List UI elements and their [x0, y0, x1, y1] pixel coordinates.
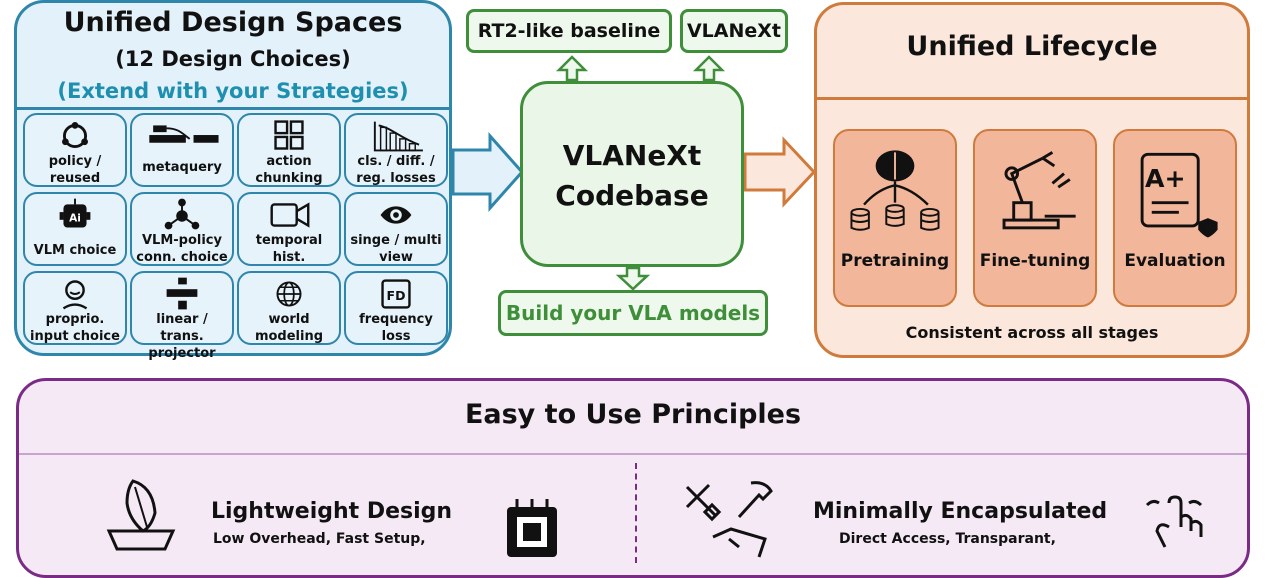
principles-title: Easy to Use Principles — [464, 399, 802, 430]
rt2-baseline-box: RT2-like baseline — [466, 9, 672, 53]
design-choice-vlm-policy-conn: VLM-policy conn. choice — [130, 192, 234, 266]
tools-icon — [685, 481, 773, 558]
codebase-box: VLANeXt Codebase — [520, 81, 744, 267]
grid-icon — [274, 120, 304, 150]
design-choice-label: cls. / diff. / reg. losses — [356, 154, 436, 186]
svg-text:Ai: Ai — [69, 213, 81, 225]
codebase-title-line1: VLANeXt — [562, 139, 702, 172]
arrow-design-to-codebase — [451, 132, 525, 212]
principles-divider — [635, 463, 637, 563]
arrow-codebase-to-lifecycle — [743, 136, 817, 208]
fd-icon: FD — [381, 279, 411, 309]
robot-arm-icon — [1002, 151, 1076, 230]
design-choice-vlm: Ai VLM choice — [23, 192, 127, 266]
flow-arrows — [451, 55, 817, 291]
design-choice-view: singe / multi view — [344, 192, 448, 266]
design-spaces-extend-note: (Extend with your Strategies) — [57, 79, 409, 103]
design-choice-world-modeling: world modeling — [237, 271, 341, 345]
principle-title-minimally-encapsulated: Minimally Encapsulated — [813, 499, 1108, 524]
svg-text:A+: A+ — [1145, 164, 1186, 193]
design-choice-policy-reused: policy / reused — [23, 113, 127, 187]
arrow-down-build — [615, 266, 651, 291]
design-spaces-title: Unified Design Spaces — [63, 7, 403, 38]
lifecycle-footer: Consistent across all stages — [905, 323, 1159, 342]
feather-icon — [106, 479, 176, 551]
network-icon — [164, 198, 200, 230]
pointer-hand-icon — [1145, 495, 1203, 548]
design-choice-label: VLM choice — [33, 243, 117, 258]
principle-title-lightweight: Lightweight Design — [211, 499, 453, 524]
principles-panel: Easy to Use Principles Lightweight Desig… — [16, 378, 1250, 578]
principle-subtitle-minimally-encapsulated: Direct Access, Transparant, — [839, 531, 1056, 547]
design-choice-proprio: proprio. input choice — [23, 271, 127, 345]
design-choice-projector: linear / trans. projector — [130, 271, 234, 361]
chip-icon — [507, 499, 557, 557]
design-choice-label: action chunking — [255, 154, 323, 186]
design-choice-label: temporal hist. — [255, 233, 323, 265]
metaquery-icon — [149, 125, 219, 143]
person-icon — [62, 280, 88, 310]
design-choice-losses: cls. / diff. / reg. losses — [344, 113, 448, 187]
design-choice-frequency-loss: FD frequency loss — [344, 271, 448, 345]
codebase-title-line2: Codebase — [555, 179, 709, 212]
lifecycle-panel: Unified Lifecycle Pretraining — [814, 2, 1250, 358]
stage-label: Pretraining — [840, 251, 950, 271]
design-choice-label: metaquery — [142, 160, 222, 175]
design-spaces-panel: Unified Design Spaces (12 Design Choices… — [14, 0, 452, 361]
design-choice-label: world modeling — [254, 312, 324, 344]
projector-icon — [166, 277, 198, 310]
robot-ai-icon: Ai — [59, 198, 91, 228]
arrow-up-vlanext — [692, 55, 726, 82]
lifecycle-header: Unified Lifecycle — [817, 5, 1247, 100]
stage-fine-tuning: Fine-tuning — [973, 129, 1097, 307]
loss-chart-icon — [373, 121, 423, 152]
design-spaces-header: Unified Design Spaces (12 Design Choices… — [17, 3, 449, 110]
design-choice-label: linear / trans. projector — [148, 312, 216, 361]
design-choice-label: proprio. input choice — [30, 312, 120, 344]
design-spaces-subtitle: (12 Design Choices) — [115, 47, 351, 71]
brain-database-icon — [850, 150, 940, 231]
design-choice-temporal-hist: temporal hist. — [237, 192, 341, 266]
globe-icon — [276, 281, 302, 307]
vlanext-output-box: VLANeXt — [680, 9, 788, 53]
stage-label: Evaluation — [1124, 251, 1226, 271]
principle-subtitle-lightweight: Low Overhead, Fast Setup, — [213, 531, 426, 547]
arrow-up-baseline — [555, 55, 589, 82]
design-choice-label: VLM-policy conn. choice — [136, 233, 228, 265]
design-choice-label: singe / multi view — [350, 233, 442, 265]
codebase-title: VLANeXt Codebase — [523, 136, 741, 216]
design-choice-metaquery: metaquery — [130, 113, 234, 187]
svg-text:FD: FD — [387, 288, 406, 303]
design-choice-action-chunking: action chunking — [237, 113, 341, 187]
design-choice-label: policy / reused — [48, 154, 102, 186]
stage-pretraining: Pretraining — [833, 129, 957, 307]
stage-evaluation: A+ Evaluation — [1113, 129, 1237, 307]
build-models-box: Build your VLA models — [498, 290, 768, 336]
lifecycle-title: Unified Lifecycle — [906, 31, 1158, 62]
grade-sheet-icon: A+ — [1140, 152, 1218, 238]
camera-icon — [270, 202, 310, 228]
stage-label: Fine-tuning — [979, 251, 1091, 271]
eye-icon — [380, 206, 412, 224]
cycle-icon — [62, 122, 88, 149]
principles-header: Easy to Use Principles — [19, 381, 1247, 455]
design-choice-label: frequency loss — [359, 312, 433, 344]
